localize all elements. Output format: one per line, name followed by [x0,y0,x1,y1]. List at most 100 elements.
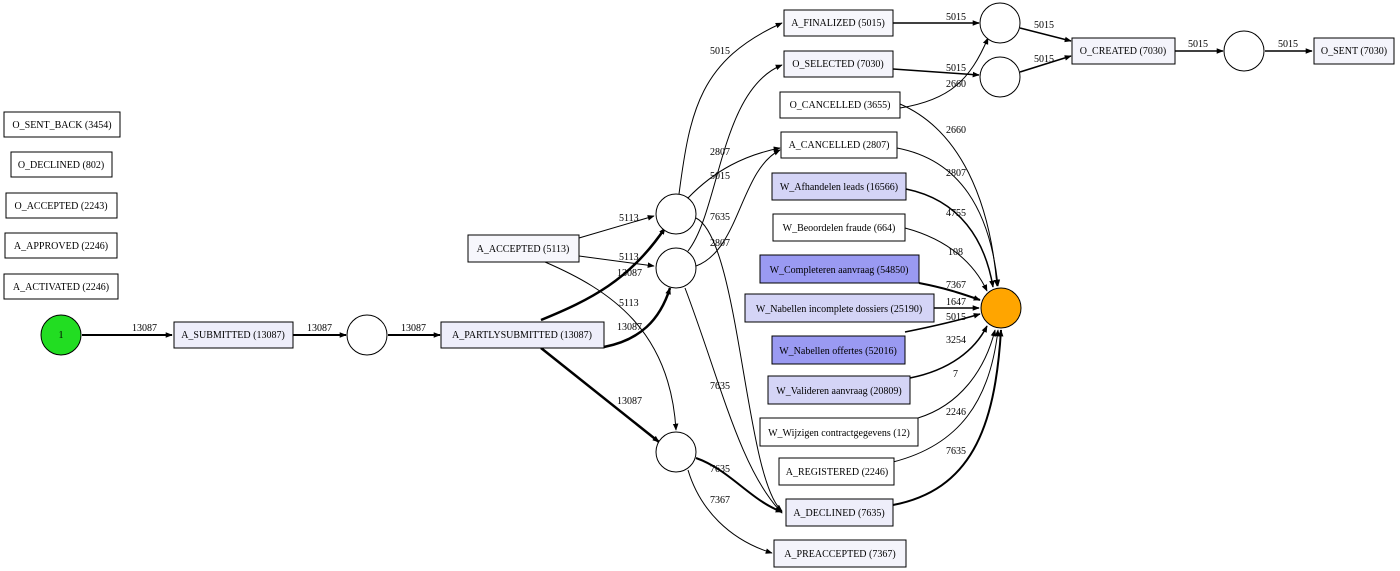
edge-nabellen-offertes-end [904,313,981,333]
edge-label-completeren-end: 7367 [946,280,966,291]
edge-label-placeA-cancelled: 2807 [710,147,730,158]
start-place [40,314,82,356]
activity-o-accepted-label: O_ACCEPTED (2243) [14,201,107,212]
activity-o-accepted [5,192,118,219]
activity-w-afhandelen-leads-label: W_Afhandelen leads (16566) [780,182,898,193]
activity-o-created [1071,37,1176,65]
start-place-label: 1 [59,330,64,341]
edge-valideren-end [909,325,988,379]
edge-wijzigen-end [917,329,997,419]
edge-label-placeF-sent: 5015 [1278,39,1298,50]
activity-a-submitted-label: A_SUBMITTED (13087) [181,330,285,341]
place-d [979,2,1021,44]
activity-a-accepted-label: A_ACCEPTED (5113) [477,244,570,255]
activity-o-sent [1313,37,1395,65]
edge-label-afhandelen-end: 4755 [946,208,966,219]
edge-label-valideren-end: 3254 [946,335,966,346]
edge-placeD-created [1019,27,1072,43]
edge-label-partlysubmitted-placeA: 13087 [617,268,642,279]
activity-w-afhandelen-leads [771,172,907,201]
activity-a-finalized [783,9,894,37]
activity-o-sent-back-label: O_SENT_BACK (3454) [12,120,111,131]
edge-afhandelen-end [905,188,995,288]
edge-label-partlysubmitted-placeB: 13087 [617,322,642,333]
activity-a-cancelled-label: A_CANCELLED (2807) [789,140,890,151]
activity-w-beoordelen-fraude-label: W_Beoordelen fraude (664) [783,223,896,234]
edge-accepted-placeB [578,255,655,268]
activity-o-cancelled-label: O_CANCELLED (3655) [790,100,891,111]
edge-completeren-end [918,282,981,301]
edge-label-wijzigen-end: 7 [953,369,958,380]
activity-o-selected-label: O_SELECTED (7030) [792,59,883,70]
activity-a-declined [785,498,894,527]
edge-label-placeB-cancelled: 2807 [710,238,730,249]
activity-o-selected [783,50,894,78]
edge-label-partlysubmitted-placeC: 13087 [617,396,642,407]
edge-label-beoordelen-end: 108 [948,247,963,258]
edge-label-placeC-declined: 7635 [710,464,730,475]
end-place [980,287,1022,329]
activity-w-nabellen-incomplete-dossiers-label: W_Nabellen incomplete dossiers (25190) [756,304,922,315]
edge-declined-end [892,329,1004,506]
edge-label-place1-partlysubmitted: 13087 [401,323,426,334]
edge-label-acancelled-end: 2807 [946,168,966,179]
edge-label-registered-end: 2246 [946,407,966,418]
activity-a-activated-label: A_ACTIVATED (2246) [13,282,109,293]
edge-placeA-declined [695,217,783,512]
edge-label-ocancelled-placeD: 2660 [946,79,966,90]
edge-label-submitted-place1: 13087 [307,323,332,334]
edge-label-nabellen-incomplete-end: 1647 [946,297,966,308]
edge-label-finalized-placeD: 5015 [946,12,966,23]
activity-a-submitted [173,321,294,349]
edge-label-accepted-placeA: 5113 [619,213,639,224]
place-f [1223,30,1265,72]
activity-a-partlysubmitted-label: A_PARTLYSUBMITTED (13087) [452,330,592,341]
activity-w-valideren-aanvraag [767,375,911,405]
activity-w-wijzigen-contractgegevens-label: W_Wijzigen contractgegevens (12) [768,428,910,439]
activity-a-declined-label: A_DECLINED (7635) [793,508,884,519]
activity-a-approved-label: A_APPROVED (2246) [14,241,108,252]
activity-w-completeren-aanvraag-label: W_Completeren aanvraag (54850) [770,265,909,276]
place-c [655,431,697,473]
activities: O_SENT_BACK (3454) O_DECLINED (802) O_AC… [3,9,1395,568]
activity-a-approved [4,232,118,259]
edge-label-ocancelled-end: 2660 [946,125,966,136]
activity-a-finalized-label: A_FINALIZED (5015) [791,18,885,29]
edge-partlysubmitted-placeB [603,287,672,349]
edge-label-placeA-declined: 7635 [710,212,730,223]
activity-o-sent-back [3,111,121,138]
edge-label-placeE-created: 5015 [1034,54,1054,65]
edge-label-placeD-created: 5015 [1034,20,1054,31]
activity-o-declined-label: O_DECLINED (802) [18,160,104,171]
activity-a-activated [3,273,119,300]
edge-placeA-finalized [678,22,783,195]
activity-o-created-label: O_CREATED (7030) [1080,46,1166,57]
activity-w-completeren-aanvraag [759,254,920,284]
edge-label-placeB-selected: 5015 [710,171,730,182]
edge-label-accepted-placeC: 5113 [619,298,639,309]
edge-partlysubmitted-placeA [540,227,667,322]
activity-w-beoordelen-fraude [772,213,906,242]
activity-a-registered-label: A_REGISTERED (2246) [786,467,889,478]
activity-a-preaccepted [773,539,907,568]
edge-selected-placeE [892,68,980,78]
place-b [655,247,697,289]
edge-accepted-placeC [544,261,679,431]
edge-label-placeA-finalized: 5015 [710,46,730,57]
place-after-submitted [346,314,388,356]
edge-placeC-preaccepted [687,469,773,554]
activity-w-valideren-aanvraag-label: W_Valideren aanvraag (20809) [776,386,902,397]
activity-a-accepted [467,234,580,263]
edge-ocancelled-placeD [899,37,989,109]
activity-a-registered [778,457,895,486]
edge-label-created-placeF: 5015 [1188,39,1208,50]
edge-label-selected-placeE: 5015 [946,63,966,74]
edge-placeB-selected [687,64,783,252]
activity-o-cancelled [779,91,901,119]
activity-w-nabellen-offertes [771,335,906,365]
place-e [979,56,1021,98]
edge-accepted-placeA [578,215,655,239]
activity-a-cancelled [780,131,898,159]
